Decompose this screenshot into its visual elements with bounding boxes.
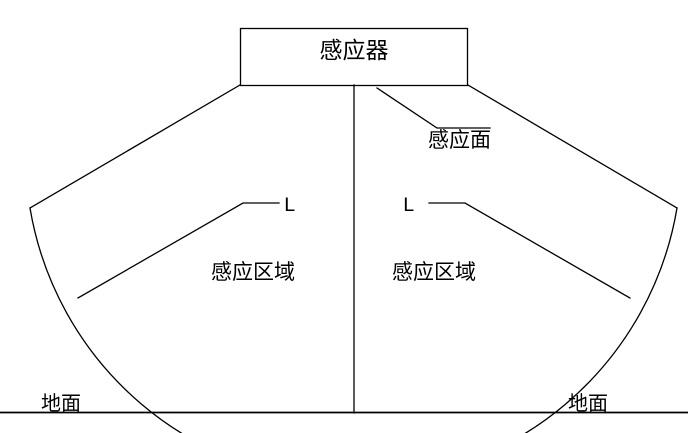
- sensor-box-label: 感应器: [319, 38, 389, 64]
- ground-label-right: 地面: [568, 391, 608, 415]
- outer-coverage-arc: [29, 207, 678, 433]
- fan-left-edge: [29, 84, 241, 209]
- dimension-label-right: L: [403, 194, 414, 216]
- sensing-zone-label-right: 感应区域: [392, 260, 476, 284]
- sensing-surface-label: 感应面: [428, 128, 491, 152]
- leader-line-dimension-right: [428, 202, 631, 299]
- ground-label-left: 地面: [41, 391, 81, 415]
- sensing-zone-label-left: 感应区域: [211, 260, 295, 284]
- fan-right-edge: [467, 84, 678, 209]
- leader-line-dimension-left: [77, 202, 280, 299]
- dimension-label-left: L: [284, 194, 295, 216]
- leader-line-sensing-surface: [376, 87, 491, 129]
